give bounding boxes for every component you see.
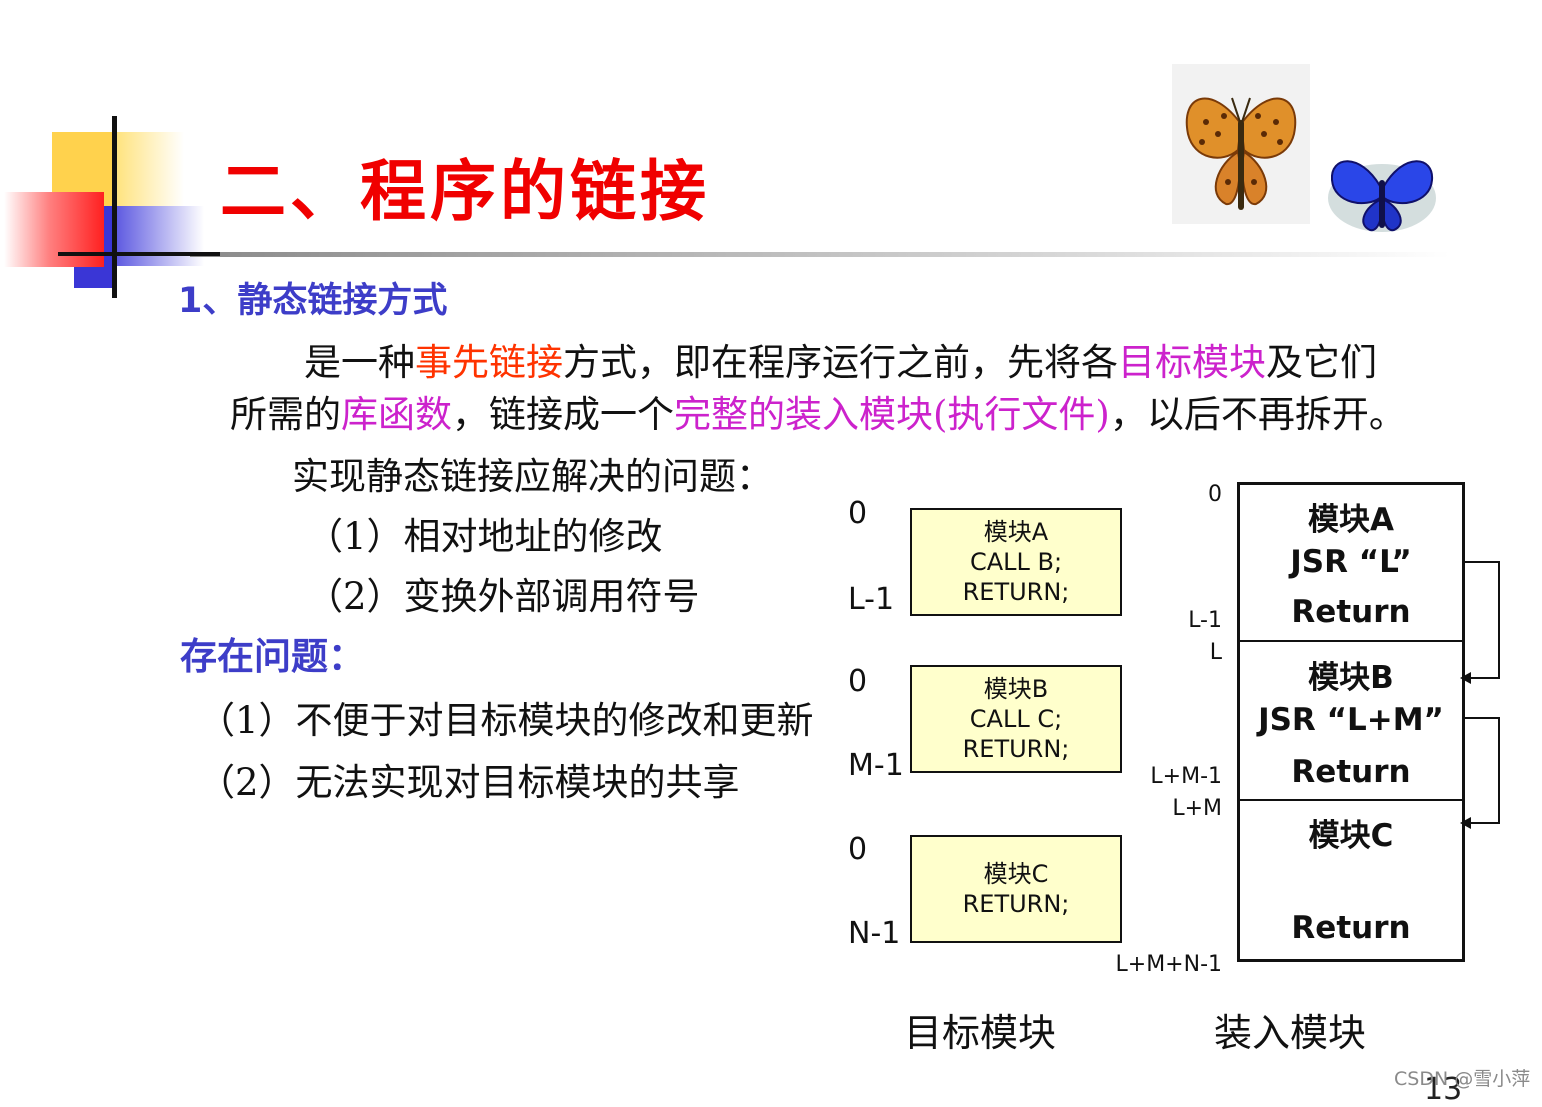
load-address: L <box>1209 640 1222 665</box>
intro-seg-highlight: 目标模块 <box>1118 341 1266 384</box>
problems-intro: 实现静态链接应解决的问题： <box>292 455 773 498</box>
load-address: L+M-1 <box>1150 764 1222 789</box>
intro-seg-highlight: 库函数 <box>341 393 452 436</box>
load-section-b-title: 模块B <box>1308 660 1394 696</box>
object-modules-caption: 目标模块 <box>904 1011 1057 1055</box>
intro-line-1: 是一种事先链接方式，即在程序运行之前，先将各目标模块及它们 <box>304 332 1377 386</box>
intro-seg: ，以后不再拆开。 <box>1109 393 1406 436</box>
module-b-start-address: 0 <box>848 664 868 699</box>
load-address: 0 <box>1208 482 1222 507</box>
load-address: L-1 <box>1188 608 1222 633</box>
load-section-a-title: 模块A <box>1308 502 1394 538</box>
existing-problem-item: （2）无法实现对目标模块的共享 <box>198 761 740 804</box>
module-line: 模块A <box>983 518 1049 546</box>
load-section-divider <box>1240 799 1462 801</box>
load-section-b-return: Return <box>1291 754 1411 790</box>
module-line: 模块B <box>983 675 1049 703</box>
module-line: CALL B; <box>969 548 1063 576</box>
intro-seg: 及它们 <box>1266 341 1377 384</box>
section-subtitle: 1、静态链接方式 <box>178 281 448 321</box>
load-module-caption: 装入模块 <box>1214 1011 1367 1055</box>
intro-seg: 是一种 <box>304 341 415 384</box>
object-module-b: 模块B CALL C; RETURN; <box>910 665 1122 773</box>
module-line: RETURN; <box>962 735 1070 763</box>
existing-problem-item: （1）不便于对目标模块的修改和更新 <box>198 699 814 742</box>
module-line: RETURN; <box>962 578 1070 606</box>
butterfly-orange-icon <box>1172 64 1310 224</box>
load-section-c-return: Return <box>1291 910 1411 946</box>
existing-problems-heading: 存在问题： <box>180 635 365 678</box>
intro-seg-highlight: 完整的装入模块(执行文件) <box>674 393 1110 436</box>
jump-arrows <box>1460 561 1500 829</box>
decor-yellow-fade <box>114 132 184 207</box>
object-module-a: 模块A CALL B; RETURN; <box>910 508 1122 616</box>
load-section-divider <box>1240 640 1462 642</box>
watermark: CSDN @雪小萍 <box>1394 1068 1531 1090</box>
module-a-start-address: 0 <box>848 496 868 531</box>
load-section-c-title: 模块C <box>1308 818 1394 854</box>
module-c-start-address: 0 <box>848 832 868 867</box>
problem-item: （1）相对地址的修改 <box>306 515 663 558</box>
decor-black-vline <box>112 116 117 298</box>
butterfly-blue-icon <box>1326 146 1438 238</box>
module-line: RETURN; <box>962 890 1070 918</box>
module-c-end-address: N-1 <box>848 916 901 951</box>
load-module-box <box>1237 482 1465 962</box>
load-section-a-return: Return <box>1291 594 1411 630</box>
decor-black-hline <box>58 252 220 256</box>
decor-blue-fade <box>114 206 204 266</box>
module-line: 模块C <box>983 860 1049 888</box>
load-section-b-jsr: JSR “L+M” <box>1258 702 1444 738</box>
title-underline <box>190 252 1450 257</box>
module-b-end-address: M-1 <box>848 748 904 783</box>
intro-seg: 方式，即在程序运行之前，先将各 <box>563 341 1118 384</box>
intro-seg: 所需的 <box>230 393 341 436</box>
load-address: L+M+N-1 <box>1115 952 1223 977</box>
intro-seg-highlight: 事先链接 <box>415 341 563 384</box>
problem-item: （2）变换外部调用符号 <box>306 575 700 618</box>
object-module-c: 模块C RETURN; <box>910 835 1122 943</box>
intro-line-2: 所需的库函数，链接成一个完整的装入模块(执行文件)，以后不再拆开。 <box>230 384 1406 438</box>
load-address: L+M <box>1172 796 1222 821</box>
module-line: CALL C; <box>969 705 1063 733</box>
load-section-a-jsr: JSR “L” <box>1290 544 1412 580</box>
slide-title: 二、程序的链接 <box>220 153 710 230</box>
intro-seg: ，链接成一个 <box>452 393 674 436</box>
module-a-end-address: L-1 <box>848 582 895 617</box>
